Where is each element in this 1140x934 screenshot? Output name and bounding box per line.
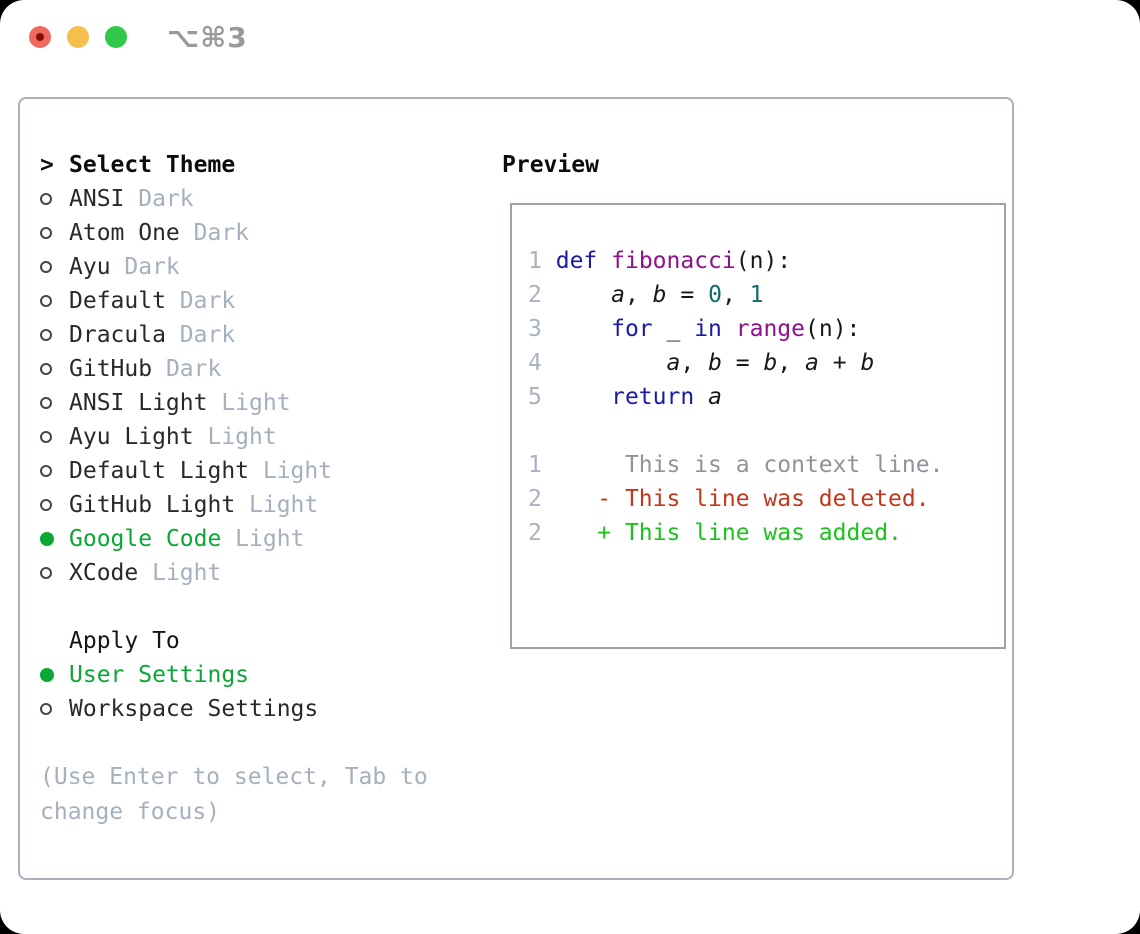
theme-option[interactable]: XCode Light [40,556,480,590]
theme-option[interactable]: GitHub Light Light [40,488,480,522]
diff-line-added: 2 + This line was added. [528,516,1004,550]
theme-list-header: > Select Theme [40,148,480,182]
radio-icon [40,363,69,375]
theme-list-title: Select Theme [69,152,236,178]
radio-icon [40,193,69,205]
option-label: GitHub [69,356,153,382]
line-number: 2 [528,486,542,512]
radio-icon [40,431,69,443]
code-line: 5 return a [528,380,1004,414]
radio-icon [40,567,69,579]
blank-line [528,414,1004,448]
preview-title: Preview [502,152,599,178]
variant-tag: Dark [110,254,180,280]
radio-icon [40,329,69,341]
variant-tag: Light [221,526,305,552]
option-label: Default Light [69,458,250,484]
selection-prompt-icon: > [40,152,54,178]
variant-tag: Dark [124,186,194,212]
variant-tag: Light [193,424,277,450]
code-line: 3 for _ in range(n): [528,312,1004,346]
help-text: (Use Enter to select, Tab to change focu… [40,764,428,825]
theme-option[interactable]: Atom One Dark [40,216,480,250]
radio-icon [40,465,69,477]
line-number: 1 [528,248,542,274]
code-line: 1 def fibonacci(n): [528,244,1004,278]
option-label: Dracula [69,322,166,348]
option-label: ANSI [69,186,125,212]
variant-tag: Dark [152,356,222,382]
option-label: Atom One [69,220,180,246]
radio-icon [40,499,69,511]
diff-line-context: 1 This is a context line. [528,448,1004,482]
line-number: 2 [528,520,542,546]
radio-icon [40,295,69,307]
theme-option[interactable]: Dracula Dark [40,318,480,352]
option-label: User Settings [69,662,250,688]
radio-icon [40,227,69,239]
window-titlebar: ⌥⌘3 [0,0,1140,97]
spacer [40,590,480,624]
variant-tag: Light [235,492,319,518]
option-label: ANSI Light [69,390,208,416]
minimize-button[interactable] [67,26,89,48]
apply-to-option[interactable]: Workspace Settings [40,692,480,726]
option-label: Ayu Light [69,424,194,450]
diff-line-deleted: 2 - This line was deleted. [528,482,1004,516]
option-label: Default [69,288,166,314]
theme-option[interactable]: ANSI Light Light [40,386,480,420]
line-number: 4 [528,350,542,376]
close-dot-icon [36,33,44,41]
code-line: 4 a, b = b, a + b [528,346,1004,380]
apply-to-title: Apply To [69,628,180,654]
option-label: Ayu [69,254,111,280]
line-number: 2 [528,282,542,308]
maximize-button[interactable] [105,26,127,48]
theme-option[interactable]: Ayu Dark [40,250,480,284]
close-button[interactable] [29,26,51,48]
radio-selected-icon [40,532,69,546]
radio-selected-icon [40,668,69,682]
theme-option[interactable]: Google Code Light [40,522,480,556]
line-number: 5 [528,384,542,410]
radio-icon [40,703,69,715]
apply-to-header: Apply To [40,624,480,658]
line-number: 3 [528,316,542,342]
radio-icon [40,261,69,273]
theme-option[interactable]: GitHub Dark [40,352,480,386]
variant-tag: Light [138,560,222,586]
window-title: ⌥⌘3 [167,21,248,54]
apply-to-option[interactable]: User Settings [40,658,480,692]
radio-icon [40,397,69,409]
theme-option[interactable]: ANSI Dark [40,182,480,216]
theme-option[interactable]: Ayu Light Light [40,420,480,454]
variant-tag: Light [207,390,291,416]
option-label: GitHub Light [69,492,236,518]
variant-tag: Dark [179,220,250,246]
theme-option[interactable]: Default Dark [40,284,480,318]
diff-preview: 1 This is a context line.2 - This line w… [528,448,1004,550]
option-label: XCode [69,560,139,586]
variant-tag: Light [249,458,333,484]
variant-tag: Dark [165,288,236,314]
option-label: Workspace Settings [69,696,319,722]
line-number: 1 [528,452,542,478]
option-label: Google Code [69,526,222,552]
variant-tag: Dark [165,322,236,348]
theme-option[interactable]: Default Light Light [40,454,480,488]
code-line: 2 a, b = 0, 1 [528,278,1004,312]
